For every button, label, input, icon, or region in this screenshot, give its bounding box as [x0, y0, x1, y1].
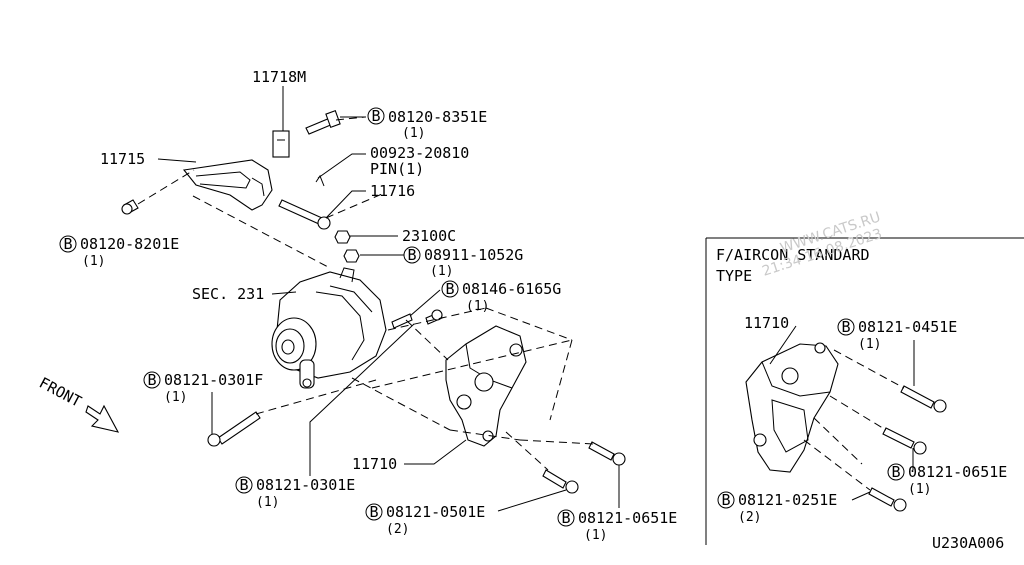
inset-qty-08121-0651E: (1)	[908, 482, 931, 497]
drawing-code: U230A006	[932, 534, 1004, 552]
label-11710: 11710	[352, 455, 397, 473]
front-arrow-icon	[85, 404, 120, 433]
svg-text:B: B	[371, 107, 380, 125]
label-08911-1052G: 08911-1052G	[424, 246, 523, 264]
label-08120-8351E: 08120-8351E	[388, 108, 487, 126]
bolt-08146-6165G-icon	[391, 309, 443, 329]
label-pin: PIN(1)	[370, 160, 424, 178]
inset-qty-08121-0251E: (2)	[738, 510, 761, 525]
label-23100C: 23100C	[402, 227, 456, 245]
qty-08121-0501E: (2)	[386, 522, 409, 537]
label-08121-0651E: 08121-0651E	[578, 509, 677, 527]
leader-lines	[157, 86, 915, 512]
inset-labels: F/AIRCON STANDARD TYPE 11710 08121-0451E…	[716, 246, 1007, 525]
circle-b-marker: B	[365, 503, 383, 521]
inset-qty-08121-0451E: (1)	[858, 337, 881, 352]
inset-title-line2: TYPE	[716, 267, 752, 285]
qty-08120-8201E: (1)	[82, 254, 105, 269]
adjust-bolt-11716-icon	[278, 199, 331, 230]
label-08121-0301E: 08121-0301E	[256, 476, 355, 494]
inset-label-08121-0451E: 08121-0451E	[858, 318, 957, 336]
nut-08911-icon	[343, 249, 360, 263]
svg-text:B: B	[147, 371, 156, 389]
svg-text:B: B	[891, 463, 900, 481]
assembly-dashed-lines	[137, 116, 905, 491]
qty-08121-0651E: (1)	[584, 528, 607, 543]
label-sec-231: SEC. 231	[192, 285, 264, 303]
inset-bracket-11710-icon	[745, 342, 839, 473]
label-11715: 11715	[100, 150, 145, 168]
bolt-top-08120-8351E-icon	[305, 110, 341, 135]
inset-label-08121-0651E: 08121-0651E	[908, 463, 1007, 481]
qty-08121-0301E: (1)	[256, 495, 279, 510]
watermark: WWW.CATS.RU 21:34 16.08.2023	[760, 209, 884, 280]
qty-08911-1052G: (1)	[430, 264, 453, 279]
inset-label-08121-0251E: 08121-0251E	[738, 491, 837, 509]
label-08146-6165G: 08146-6165G	[462, 280, 561, 298]
qty-08120-8351E: (1)	[402, 126, 425, 141]
part-labels: 11718M 11715 08120-8351E (1) 00923-20810…	[36, 68, 677, 543]
circle-b-markers: B B B B B B B B B B B	[59, 107, 905, 527]
label-08121-0501E: 08121-0501E	[386, 503, 485, 521]
inset-title-line1: F/AIRCON STANDARD	[716, 246, 870, 264]
inset-label-11710: 11710	[744, 314, 789, 332]
circle-b-marker: B	[235, 476, 253, 494]
upper-bracket-11715	[182, 130, 290, 211]
circle-b-marker: B	[717, 491, 735, 509]
qty-08146-6165G: (1)	[466, 299, 489, 314]
svg-text:B: B	[841, 318, 850, 336]
label-11716: 11716	[370, 182, 415, 200]
inset-bolt-0451E-icon	[900, 385, 947, 413]
qty-08121-0301F: (1)	[164, 390, 187, 405]
label-11718M: 11718M	[252, 68, 306, 86]
circle-b-marker: B	[441, 280, 459, 298]
svg-text:B: B	[63, 235, 72, 253]
inset-bolt-0651E-icon	[882, 427, 927, 455]
svg-text:B: B	[369, 503, 378, 521]
svg-text:B: B	[561, 509, 570, 527]
label-08121-0301F: 08121-0301F	[164, 371, 263, 389]
inset-bolt-0251E-icon	[868, 487, 907, 512]
alternator-icon	[271, 267, 387, 389]
circle-b-marker: B	[837, 318, 855, 336]
svg-text:B: B	[239, 476, 248, 494]
inset-frame	[705, 237, 1024, 545]
circle-b-marker: B	[367, 107, 385, 125]
bolt-left-08120-8201E-icon	[121, 199, 139, 215]
circle-b-marker: B	[143, 371, 161, 389]
svg-text:B: B	[407, 246, 416, 264]
circle-b-marker: B	[403, 246, 421, 264]
bolt-08121-0501E-icon	[542, 469, 579, 494]
label-08120-8201E: 08120-8201E	[80, 235, 179, 253]
circle-b-marker: B	[887, 463, 905, 481]
main-bracket-11710-icon	[445, 325, 527, 447]
svg-text:B: B	[445, 280, 454, 298]
circle-b-marker: B	[557, 509, 575, 527]
circle-b-marker: B	[59, 235, 77, 253]
bolt-08121-0651E-icon	[588, 441, 626, 466]
label-00923-20810: 00923-20810	[370, 144, 469, 162]
pin-00923-20810-icon	[315, 174, 325, 187]
nut-terminal-icon	[334, 230, 351, 244]
svg-text:B: B	[721, 491, 730, 509]
bolt-08121-0301F-icon	[207, 411, 261, 447]
label-front: FRONT	[36, 374, 84, 411]
